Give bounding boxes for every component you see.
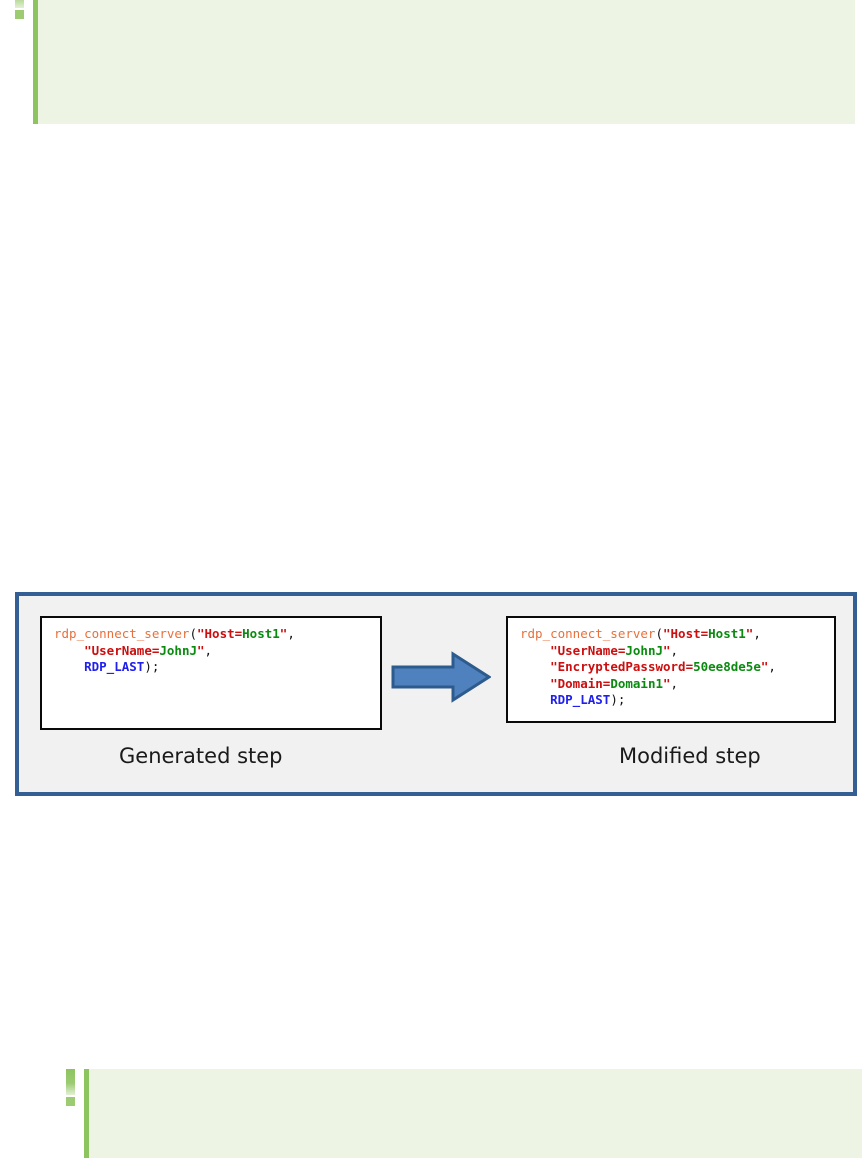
- code-token-const: RDP_LAST: [550, 692, 611, 707]
- code-token-val: Host1: [242, 626, 280, 641]
- caption-modified-step: Modified step: [619, 744, 761, 768]
- code-token-str: ": [745, 626, 754, 641]
- code-line: "Domain=Domain1",: [520, 676, 824, 693]
- code-token-punct: );: [144, 659, 160, 674]
- code-token-val: JohnJ: [625, 642, 664, 658]
- code-token-punct: [520, 659, 550, 674]
- code-token-str: ": [663, 675, 671, 691]
- code-token-punct: [520, 676, 550, 691]
- code-line: "EncryptedPassword=50ee8de5e",: [520, 659, 824, 676]
- code-token-str: "Host=: [663, 626, 709, 641]
- code-token-punct: [54, 643, 84, 658]
- note-accent-bar: [84, 1069, 89, 1158]
- code-line: "UserName=JohnJ",: [520, 643, 824, 660]
- code-token-punct: [520, 692, 550, 707]
- code-token-punct: ,: [753, 626, 761, 641]
- code-line: RDP_LAST);: [54, 659, 370, 676]
- exclamation-note-icon: [64, 1069, 76, 1115]
- code-token-punct: ,: [204, 642, 213, 658]
- code-token-punct: ,: [287, 626, 295, 641]
- code-token-punct: ,: [670, 675, 679, 691]
- code-token-val: Host1: [708, 626, 746, 641]
- exclamation-note-icon: [13, 0, 25, 24]
- code-token-punct: (: [655, 626, 663, 641]
- note-accent-bar: [33, 0, 38, 124]
- code-token-str: ": [279, 626, 288, 641]
- modified-step-code-box: rdp_connect_server("Host=Host1", "UserNa…: [506, 616, 836, 723]
- code-line: rdp_connect_server("Host=Host1",: [520, 626, 824, 643]
- code-token-str: ": [197, 642, 205, 658]
- right-arrow-icon: [391, 651, 491, 703]
- code-token-punct: [520, 643, 550, 658]
- code-token-str: "Host=: [197, 626, 243, 641]
- code-token-str: "Domain=: [550, 675, 611, 691]
- comparison-figure: rdp_connect_server("Host=Host1", "UserNa…: [15, 592, 857, 796]
- code-line: rdp_connect_server("Host=Host1",: [54, 626, 370, 643]
- code-token-val: Domain1: [610, 675, 664, 691]
- code-token-str: ": [760, 659, 769, 674]
- code-token-str: "UserName=: [84, 642, 160, 658]
- generated-step-code-box: rdp_connect_server("Host=Host1", "UserNa…: [40, 616, 382, 730]
- code-token-str: "UserName=: [550, 642, 626, 658]
- code-token-punct: ,: [768, 659, 776, 674]
- code-token-punct: [54, 659, 84, 674]
- note-callout-top: [14, 0, 855, 124]
- code-token-punct: (: [189, 626, 197, 641]
- note-body-top: [38, 0, 855, 124]
- code-token-punct: );: [610, 692, 626, 707]
- code-token-fn: rdp_connect_server: [54, 626, 190, 641]
- note-callout-bottom: [65, 1069, 862, 1158]
- code-line: "UserName=JohnJ",: [54, 643, 370, 660]
- code-token-val: 50ee8de5e: [693, 659, 761, 674]
- code-token-punct: ,: [670, 642, 679, 658]
- code-token-str: "EncryptedPassword=: [550, 659, 694, 674]
- caption-generated-step: Generated step: [119, 744, 283, 768]
- code-line: RDP_LAST);: [520, 692, 824, 709]
- code-token-str: ": [663, 642, 671, 658]
- code-token-val: JohnJ: [159, 642, 198, 658]
- note-body-bottom: [89, 1069, 862, 1158]
- code-token-const: RDP_LAST: [84, 659, 145, 674]
- code-token-fn: rdp_connect_server: [520, 626, 656, 641]
